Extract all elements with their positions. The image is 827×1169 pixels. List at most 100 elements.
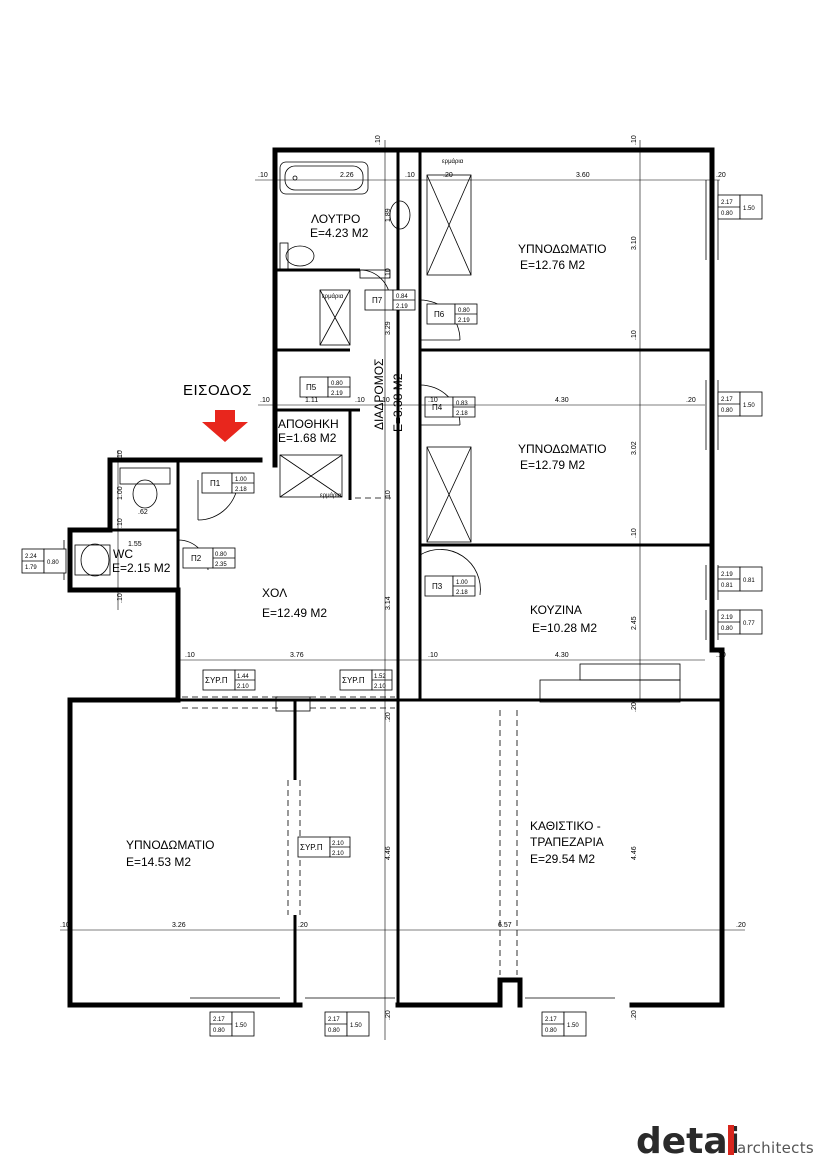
- svg-text:0.80: 0.80: [545, 1028, 557, 1034]
- dim-text: .62: [138, 509, 148, 516]
- dim-text: 4.30: [555, 652, 569, 659]
- svg-text:ΣΥΡ.Π: ΣΥΡ.Π: [342, 676, 365, 685]
- wardrobes: ερμάρια ερμάρια ερμάρια: [279, 158, 472, 543]
- room-area-living: E=29.54 M2: [530, 852, 595, 866]
- dim-text: 3.10: [631, 236, 638, 250]
- svg-text:2.18: 2.18: [456, 590, 468, 596]
- svg-text:2.19: 2.19: [458, 318, 470, 324]
- dim-text: .20: [298, 922, 308, 929]
- room-name-living-2: ΤΡΑΠΕΖΑΡΙΑ: [530, 835, 604, 849]
- dim-text: .10: [117, 518, 124, 528]
- svg-text:0.80: 0.80: [458, 308, 470, 314]
- door-tag-p2: Π2 0.80 2.35: [182, 547, 236, 569]
- dim-text: .20: [716, 172, 726, 179]
- svg-text:2.18: 2.18: [456, 411, 468, 417]
- dim-text: .10: [428, 652, 438, 659]
- svg-text:2.17: 2.17: [213, 1017, 225, 1023]
- window-tag-w4: 2.19 0.80 0.77: [717, 609, 763, 635]
- room-name-storage: ΑΠΟΘΗΚΗ: [278, 417, 339, 431]
- entrance-label: ΕΙΣΟΔΟΣ: [183, 382, 252, 399]
- svg-text:1.44: 1.44: [237, 674, 249, 680]
- svg-text:2.17: 2.17: [545, 1017, 557, 1023]
- dim-text: 3.76: [290, 652, 304, 659]
- dim-text: .10: [631, 135, 638, 145]
- dim-text: .20: [385, 1010, 392, 1020]
- svg-text:ΣΥΡ.Π: ΣΥΡ.Π: [205, 676, 228, 685]
- svg-text:0.83: 0.83: [456, 401, 468, 407]
- dim-text: 3.60: [576, 172, 590, 179]
- window-tag-w6: 2.17 0.80 1.50: [209, 1011, 255, 1037]
- dim-text: .10: [260, 397, 270, 404]
- svg-text:2.19: 2.19: [396, 304, 408, 310]
- svg-text:2.17: 2.17: [328, 1017, 340, 1023]
- wardrobe-label: ερμάρια: [442, 158, 464, 165]
- dim-text: .10: [117, 450, 124, 460]
- dim-text: .10: [631, 528, 638, 538]
- dim-text: .20: [736, 922, 746, 929]
- dim-text: .20: [686, 397, 696, 404]
- dim-text: 4.46: [385, 846, 392, 860]
- svg-text:2.17: 2.17: [721, 397, 733, 403]
- door-tag-p6: Π6 0.80 2.19: [426, 303, 478, 325]
- dim-text: .10: [716, 652, 726, 659]
- door-tag-s3: ΣΥΡ.Π 2.10 2.10: [297, 836, 351, 858]
- dim-text: .10: [405, 172, 415, 179]
- room-name-kitchen: ΚΟΥΖΙΝΑ: [530, 603, 582, 617]
- dim-text: .20: [631, 702, 638, 712]
- svg-text:1.50: 1.50: [743, 206, 755, 212]
- dim-text: 2.45: [631, 616, 638, 630]
- room-name-wc: WC: [113, 547, 133, 561]
- svg-text:0.84: 0.84: [396, 294, 408, 300]
- dim-text: 4.46: [631, 846, 638, 860]
- dim-text: 3.29: [385, 321, 392, 335]
- logo-bar: [728, 1125, 734, 1155]
- svg-text:0.80: 0.80: [47, 560, 59, 566]
- dim-text: .10: [385, 268, 392, 278]
- svg-text:0.80: 0.80: [721, 408, 733, 414]
- room-area-bed1: E=12.76 M2: [520, 258, 585, 272]
- dim-text: .10: [60, 922, 70, 929]
- room-area-corridor: E=3.38 M2: [391, 373, 405, 432]
- dim-text: 4.30: [555, 397, 569, 404]
- room-area-storage: E=1.68 M2: [278, 431, 337, 445]
- svg-text:Π7: Π7: [372, 296, 383, 305]
- dim-text: .20: [631, 1010, 638, 1020]
- svg-text:2.18: 2.18: [235, 487, 247, 493]
- window-tag-w8: 2.17 0.80 1.50: [541, 1011, 587, 1037]
- room-name-bed2: ΥΠΝΟΔΩΜΑΤΙΟ: [518, 442, 607, 456]
- dim-text: 2.26: [340, 172, 354, 179]
- room-name-bed1: ΥΠΝΟΔΩΜΑΤΙΟ: [518, 242, 607, 256]
- svg-text:2.19: 2.19: [721, 615, 733, 621]
- svg-text:2.17: 2.17: [721, 200, 733, 206]
- door-tags: Π1 1.00 2.18 Π2 0.80 2.35 Π3 1.00 2.18 Π…: [182, 289, 478, 858]
- sliding-door-lines: [182, 497, 518, 975]
- svg-text:2.10: 2.10: [237, 684, 249, 690]
- window-tag-w3: 2.19 0.81 0.81: [717, 566, 763, 592]
- wardrobe-label: ερμάρια: [320, 492, 342, 499]
- svg-text:2.10: 2.10: [374, 684, 386, 690]
- dim-text: 1.55: [128, 541, 142, 548]
- svg-text:1.50: 1.50: [235, 1023, 247, 1029]
- svg-text:0.80: 0.80: [331, 381, 343, 387]
- svg-text:1.50: 1.50: [567, 1023, 579, 1029]
- svg-text:1.00: 1.00: [235, 477, 247, 483]
- dim-text: 1.11: [305, 397, 318, 404]
- window-tag-w7: 2.17 0.80 1.50: [324, 1011, 370, 1037]
- svg-text:0.80: 0.80: [721, 211, 733, 217]
- svg-text:2.10: 2.10: [332, 841, 344, 847]
- svg-text:2.19: 2.19: [721, 572, 733, 578]
- svg-text:ΣΥΡ.Π: ΣΥΡ.Π: [300, 843, 323, 852]
- door-tag-s2: ΣΥΡ.Π 1.52 2.10: [339, 669, 393, 691]
- logo-text-bold: detai: [636, 1121, 740, 1162]
- dimension-labels: .10 2.26 .10 .10 .20 3.60 .20 .10 3.10 .…: [60, 135, 746, 1020]
- dimension-lines: [60, 140, 745, 1040]
- dim-text: 1.89: [385, 208, 392, 222]
- svg-text:2.35: 2.35: [215, 562, 227, 568]
- svg-text:Π3: Π3: [432, 582, 443, 591]
- svg-text:Π2: Π2: [191, 554, 202, 563]
- arrow-shape: [202, 410, 248, 442]
- svg-text:1.00: 1.00: [456, 580, 468, 586]
- svg-text:1.79: 1.79: [25, 565, 37, 571]
- dim-text: .20: [385, 712, 392, 722]
- svg-text:0.80: 0.80: [213, 1028, 225, 1034]
